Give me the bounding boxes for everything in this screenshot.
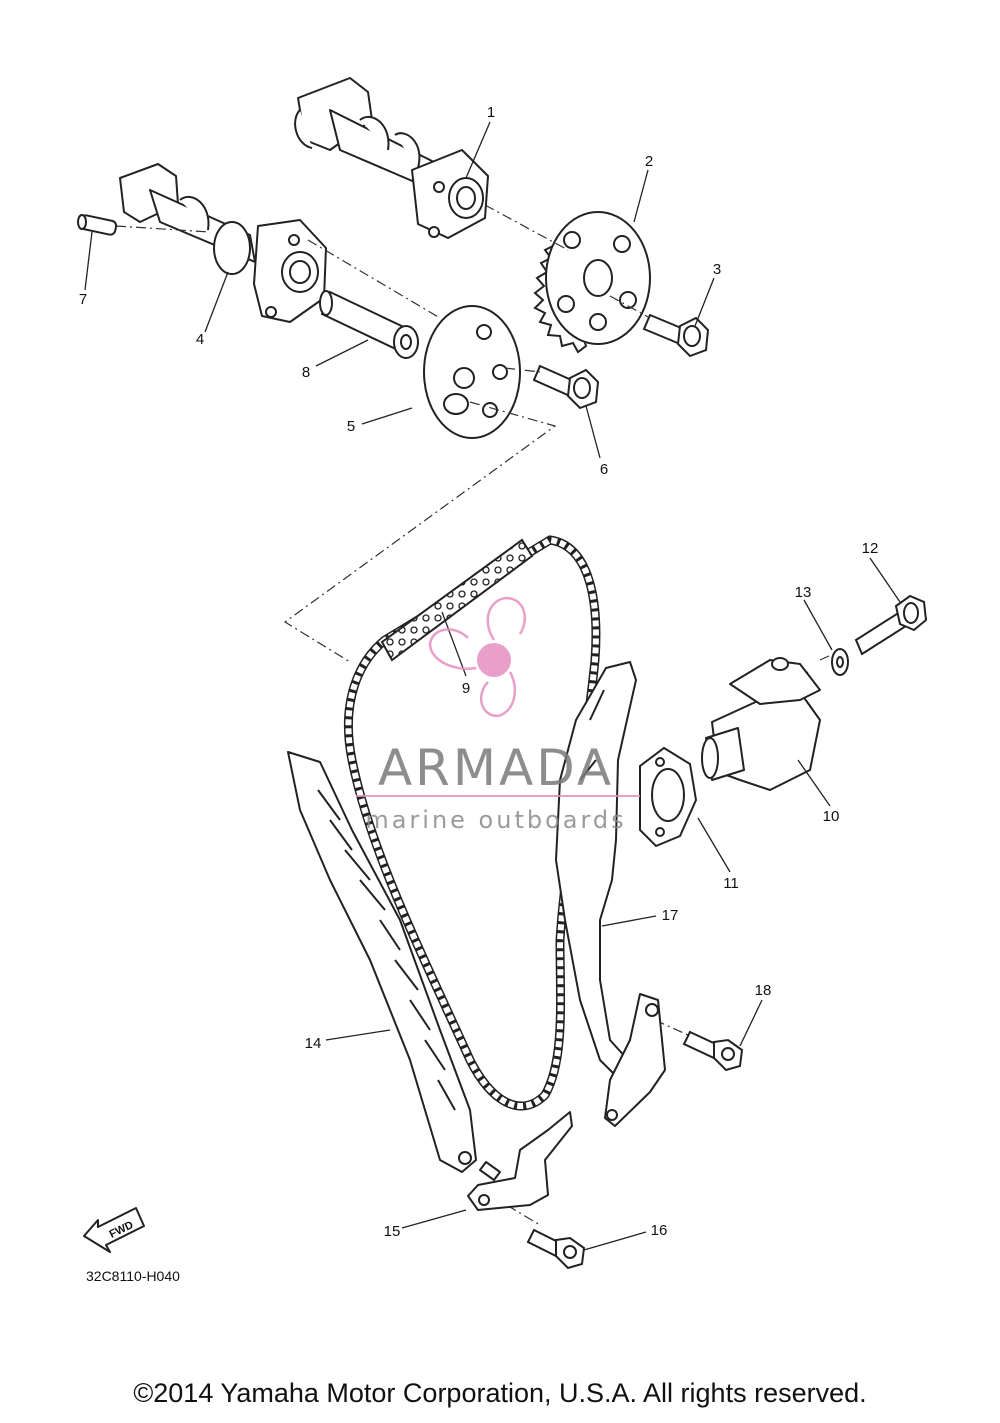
gasket-11 [639,746,698,848]
shaft-8 [319,290,419,359]
camshaft-4 [119,163,327,323]
callout-16: 16 [651,1222,668,1239]
callout-6: 6 [600,461,608,478]
callout-3: 3 [713,261,721,278]
watermark-subtitle: marine outboards [365,806,626,834]
copyright-notice: ©2014 Yamaha Motor Corporation, U.S.A. A… [133,1378,867,1408]
bolt-6 [532,364,600,410]
camshaft-1 [294,77,489,239]
callout-8: 8 [302,364,310,381]
callout-18: 18 [755,982,772,999]
timing-chain-9 [344,535,601,1111]
guide-bracket [604,993,666,1127]
callout-11: 11 [723,875,739,892]
tensioner-10 [701,657,821,791]
callout-13: 13 [795,584,812,601]
callout-5: 5 [347,418,355,435]
callout-15: 15 [384,1223,401,1240]
pin-7 [77,214,118,236]
tensioner-guide-17 [555,661,637,1081]
armada-logo-icon [428,596,526,718]
chain-guide-14 [287,751,477,1173]
callout-4: 4 [196,331,204,348]
sprocket-5 [423,305,521,439]
diagram-code: 32C8110-H040 [86,1268,180,1284]
callout-2: 2 [645,153,653,170]
callout-9: 9 [462,680,470,697]
bolt-12 [854,594,928,656]
callout-7: 7 [79,291,87,308]
leader-lines [84,121,901,1251]
callout-17: 17 [662,907,679,924]
callout-12: 12 [862,540,879,557]
bolt-3 [642,313,710,358]
bolt-18 [682,1030,744,1072]
callout-14: 14 [305,1035,322,1052]
callout-1: 1 [487,104,495,121]
fwd-arrow-icon: FWD [83,1207,145,1253]
sprocket-2 [533,211,651,354]
bolt-16 [526,1228,586,1270]
callout-10: 10 [823,808,840,825]
callouts: 1 2 3 4 5 6 7 8 9 10 11 12 13 14 15 16 1… [79,104,879,1240]
bracket-15 [467,1111,573,1211]
watermark-brand: ARMADA [378,739,614,797]
washer-13 [831,648,849,676]
